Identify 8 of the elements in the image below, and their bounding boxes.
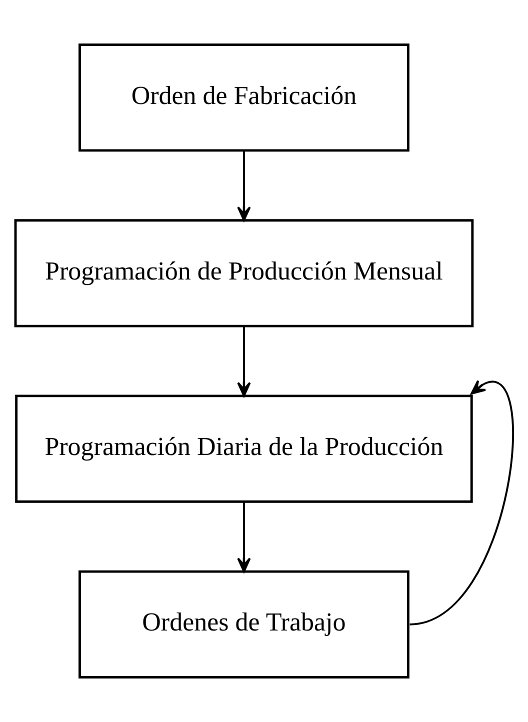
node-box: Programación Diaria de la Producción: [14, 394, 472, 503]
node-box: Ordenes de Trabajo: [78, 570, 409, 678]
arrow: [236, 150, 250, 222]
arrow: [409, 380, 514, 626]
node-box: Orden de Fabricación: [78, 44, 409, 152]
arrow: [236, 326, 250, 397]
arrow: [236, 502, 250, 572]
node-box: Programación de Producción Mensual: [14, 219, 474, 328]
